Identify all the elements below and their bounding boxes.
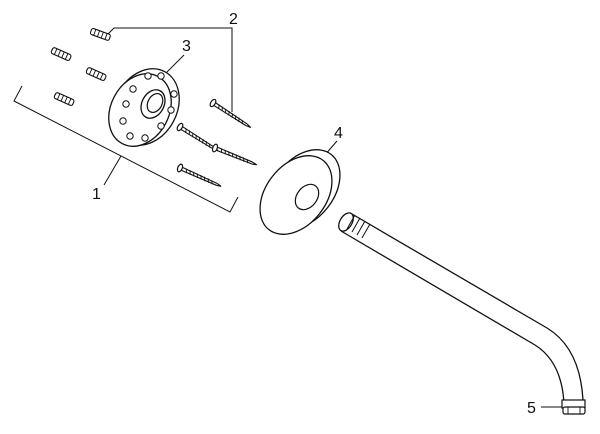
callout-1: 1 xyxy=(13,85,239,213)
callout-5: 5 xyxy=(527,400,563,417)
callout-3: 3 xyxy=(164,38,191,75)
wall-plug-icon xyxy=(50,27,112,107)
shower-arm-icon xyxy=(338,212,586,409)
callout-5-label: 5 xyxy=(527,400,536,417)
callout-4-label: 4 xyxy=(334,125,343,142)
seal-ring-icon xyxy=(562,406,586,415)
callout-3-label: 3 xyxy=(182,38,191,55)
arm-thread xyxy=(346,214,371,239)
callout-2-leader xyxy=(107,27,233,112)
screw-icon xyxy=(175,97,259,191)
callout-1-label: 1 xyxy=(92,186,101,203)
callout-3-leader xyxy=(164,54,185,75)
callout-1-bracket xyxy=(13,85,239,213)
callout-2-label: 2 xyxy=(229,11,238,28)
callout-1-leader xyxy=(103,155,122,186)
mounting-flange-icon xyxy=(108,68,180,147)
callout-2: 2 xyxy=(107,11,238,112)
cover-rosette-icon xyxy=(259,149,341,235)
